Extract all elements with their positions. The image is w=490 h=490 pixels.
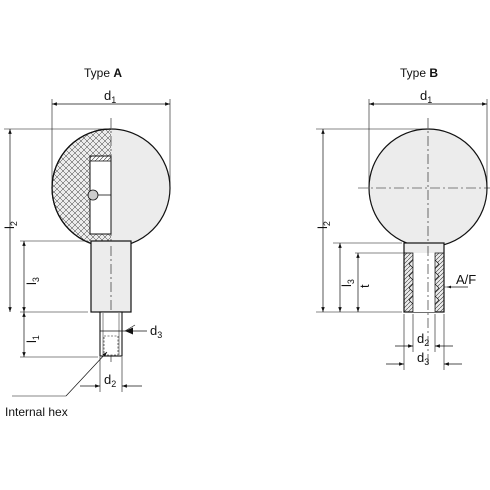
type-b-l2-label: l2 bbox=[315, 221, 332, 229]
type-b-dim-l3: l3 bbox=[338, 243, 356, 312]
type-a-threaded-stud bbox=[99, 311, 123, 357]
type-a-view: Type A d1 bbox=[2, 66, 171, 419]
type-a-dim-d2: d2 bbox=[80, 357, 142, 392]
type-b-dim-af: A/F bbox=[444, 272, 476, 289]
type-a-dim-d1: d1 bbox=[51, 88, 171, 186]
type-b-d1-label: d1 bbox=[420, 88, 432, 105]
type-b-extension-lines bbox=[316, 128, 426, 313]
type-a-dim-l2: l2 bbox=[2, 129, 19, 312]
type-a-d3-label: d3 bbox=[150, 323, 162, 340]
type-a-shank bbox=[90, 240, 132, 362]
type-b-dim-l2: l2 bbox=[315, 129, 332, 312]
type-a-title: Type A bbox=[84, 66, 122, 80]
type-a-ball bbox=[51, 118, 171, 250]
type-a-extension-lines bbox=[4, 128, 108, 358]
type-b-l3-label: l3 bbox=[339, 279, 356, 287]
type-a-internal-hex-callout: Internal hex bbox=[5, 351, 108, 419]
type-a-internal-hex-label: Internal hex bbox=[5, 405, 68, 419]
type-b-t-label: t bbox=[357, 284, 372, 288]
type-a-l2-label: l2 bbox=[2, 221, 19, 229]
type-b-dim-t: t bbox=[356, 252, 372, 312]
type-b-dim-d1: d1 bbox=[368, 88, 488, 186]
type-b-ball bbox=[358, 118, 490, 250]
type-b-d3-label: d3 bbox=[417, 350, 429, 367]
type-a-l3-label: l3 bbox=[24, 277, 41, 285]
type-a-d2-label: d2 bbox=[104, 372, 116, 389]
type-a-dim-l3: l3 bbox=[22, 241, 41, 312]
type-a-d1-label: d1 bbox=[104, 88, 116, 105]
type-b-view: Type B d1 bbox=[315, 66, 490, 370]
type-b-title: Type B bbox=[400, 66, 438, 80]
type-a-dim-d3: d3 bbox=[100, 323, 162, 340]
type-b-dim-d3: d3 bbox=[386, 314, 462, 370]
type-b-af-label: A/F bbox=[456, 272, 476, 287]
type-b-shank bbox=[403, 242, 445, 366]
type-a-l1-label: l1 bbox=[24, 335, 41, 343]
type-a-dim-l1: l1 bbox=[22, 312, 41, 357]
type-b-d2-label: d2 bbox=[417, 331, 429, 348]
